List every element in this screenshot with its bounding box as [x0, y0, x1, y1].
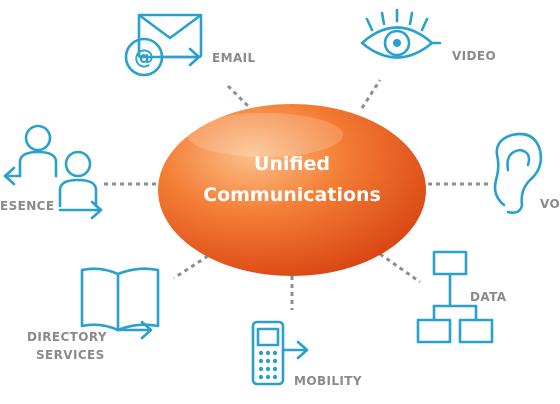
node-voice: VOI — [493, 132, 560, 214]
connector-directory — [173, 254, 209, 280]
ear-icon — [493, 132, 543, 214]
hub-ellipse — [158, 104, 426, 276]
node-data: DATA — [416, 250, 507, 344]
node-mobility: MOBILITY — [251, 320, 362, 388]
presence-label: ESENCE — [0, 199, 54, 213]
connectors — [104, 79, 490, 310]
flowchart-icon — [416, 250, 494, 344]
hub-highlight — [187, 113, 343, 157]
two-people-icon — [3, 124, 103, 220]
hub-title-line1: Unified — [254, 153, 330, 175]
directory-label-line2: SERVICES — [36, 348, 105, 362]
data-label: DATA — [470, 290, 507, 304]
connector-email — [226, 84, 250, 108]
envelope-at-icon: @ — [124, 13, 203, 77]
directory-label-line1: DIRECTORY — [27, 330, 107, 344]
hub: Unified Communications — [158, 104, 426, 276]
connector-video — [360, 79, 382, 109]
voice-label: VOI — [540, 197, 560, 211]
node-presence: ESENCE — [0, 124, 103, 220]
svg-text:@: @ — [134, 45, 154, 69]
node-email: @ EMAIL — [124, 13, 256, 77]
hub-title-line2: Communications — [203, 184, 381, 206]
eye-icon — [360, 8, 442, 59]
mobile-phone-icon — [251, 320, 309, 386]
node-video: VIDEO — [360, 8, 496, 63]
mobility-label: MOBILITY — [294, 374, 362, 388]
open-book-icon — [80, 267, 160, 340]
email-label: EMAIL — [212, 51, 256, 65]
video-label: VIDEO — [452, 49, 496, 63]
connector-data — [379, 252, 421, 284]
node-directory: DIRECTORY SERVICES — [27, 267, 160, 362]
